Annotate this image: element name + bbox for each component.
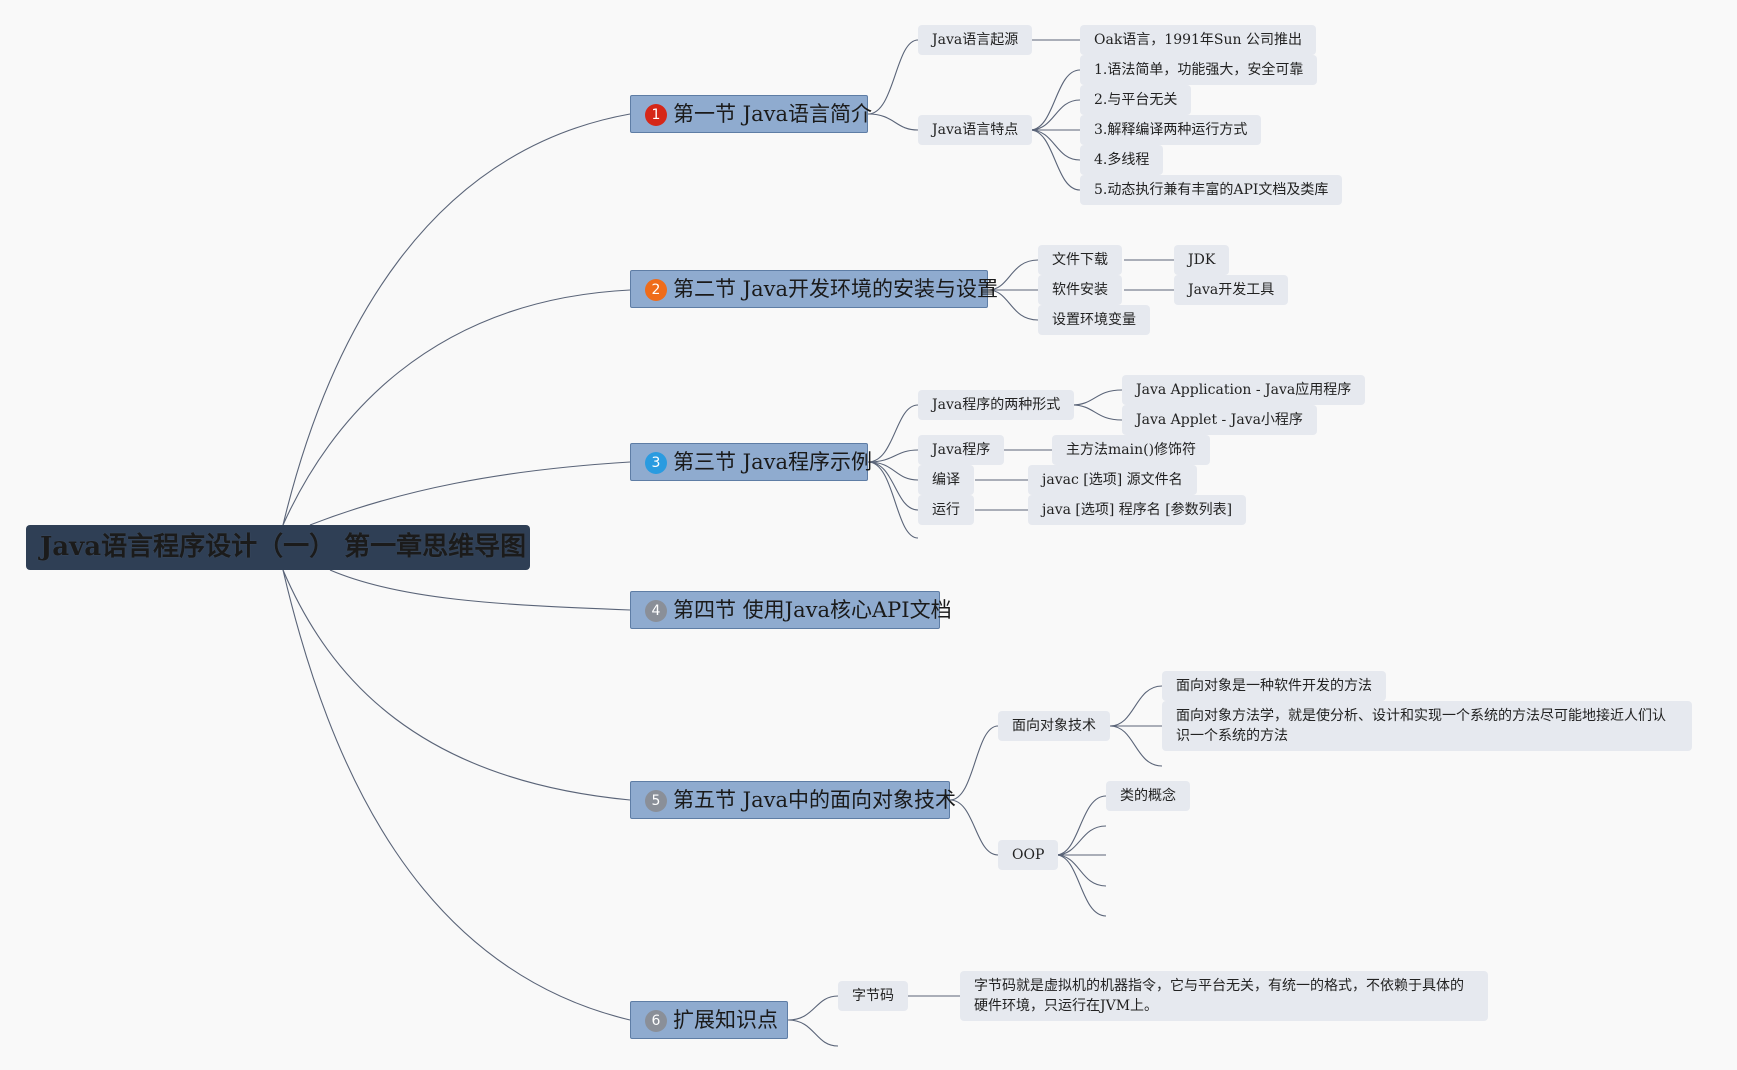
badge-4: 4 [645, 600, 667, 622]
topic-java-command[interactable]: java [选项] 程序名 [参数列表] [1028, 495, 1247, 525]
section-2[interactable]: 2 第二节 Java开发环境的安装与设置 [630, 270, 998, 308]
badge-5: 5 [645, 790, 667, 812]
topic-oo-methodology[interactable]: 面向对象方法学，就是使分析、设计和实现一个系统的方法尽可能地接近人们认识一个系统… [1162, 701, 1692, 751]
topic-env-variables[interactable]: 设置环境变量 [1038, 305, 1150, 335]
section-3[interactable]: 3 第三节 Java程序示例 [630, 443, 872, 481]
topic-java-application[interactable]: Java Application - Java应用程序 [1122, 375, 1366, 405]
topic-oo-method[interactable]: 面向对象是一种软件开发的方法 [1162, 671, 1386, 701]
topic-java-applet[interactable]: Java Applet - Java小程序 [1122, 405, 1317, 435]
topic-class-concept[interactable]: 类的概念 [1106, 781, 1190, 811]
section-1-label: 第一节 Java语言简介 [673, 102, 872, 126]
topic-java-origin[interactable]: Java语言起源 [918, 25, 1033, 55]
topic-feature-4[interactable]: 4.多线程 [1080, 145, 1164, 175]
root-topic[interactable]: Java语言程序设计（一） 第一章思维导图 [26, 525, 530, 570]
topic-java-program[interactable]: Java程序 [918, 435, 1005, 465]
topic-bytecode[interactable]: 字节码 [838, 981, 908, 1011]
badge-2: 2 [645, 279, 667, 301]
section-5[interactable]: 5 第五节 Java中的面向对象技术 [630, 781, 956, 819]
section-2-label: 第二节 Java开发环境的安装与设置 [673, 277, 998, 301]
section-6-label: 扩展知识点 [673, 1008, 778, 1032]
topic-compile[interactable]: 编译 [918, 465, 974, 495]
topic-oak-language[interactable]: Oak语言，1991年Sun 公司推出 [1080, 25, 1317, 55]
section-3-label: 第三节 Java程序示例 [673, 450, 872, 474]
topic-oop[interactable]: OOP [998, 840, 1059, 870]
section-1[interactable]: 1 第一节 Java语言简介 [630, 95, 872, 133]
section-5-label: 第五节 Java中的面向对象技术 [673, 788, 956, 812]
topic-file-download[interactable]: 文件下载 [1038, 245, 1122, 275]
topic-feature-5[interactable]: 5.动态执行兼有丰富的API文档及类库 [1080, 175, 1343, 205]
topic-java-dev-tools[interactable]: Java开发工具 [1174, 275, 1289, 305]
topic-bytecode-desc[interactable]: 字节码就是虚拟机的机器指令，它与平台无关，有统一的格式，不依赖于具体的硬件环境，… [960, 971, 1488, 1021]
topic-feature-2[interactable]: 2.与平台无关 [1080, 85, 1192, 115]
badge-1: 1 [645, 104, 667, 126]
topic-two-forms[interactable]: Java程序的两种形式 [918, 390, 1075, 420]
section-4-label: 第四节 使用Java核心API文档 [673, 598, 952, 622]
topic-run[interactable]: 运行 [918, 495, 974, 525]
badge-6: 6 [645, 1010, 667, 1032]
topic-feature-1[interactable]: 1.语法简单，功能强大，安全可靠 [1080, 55, 1318, 85]
topic-feature-3[interactable]: 3.解释编译两种运行方式 [1080, 115, 1262, 145]
badge-3: 3 [645, 452, 667, 474]
topic-jdk[interactable]: JDK [1174, 245, 1230, 275]
topic-oo-technology[interactable]: 面向对象技术 [998, 711, 1110, 741]
topic-javac-command[interactable]: javac [选项] 源文件名 [1028, 465, 1197, 495]
topic-main-modifier[interactable]: 主方法main()修饰符 [1052, 435, 1211, 465]
topic-java-features[interactable]: Java语言特点 [918, 115, 1033, 145]
topic-software-install[interactable]: 软件安装 [1038, 275, 1122, 305]
section-4[interactable]: 4 第四节 使用Java核心API文档 [630, 591, 952, 629]
section-6[interactable]: 6 扩展知识点 [630, 1001, 788, 1039]
